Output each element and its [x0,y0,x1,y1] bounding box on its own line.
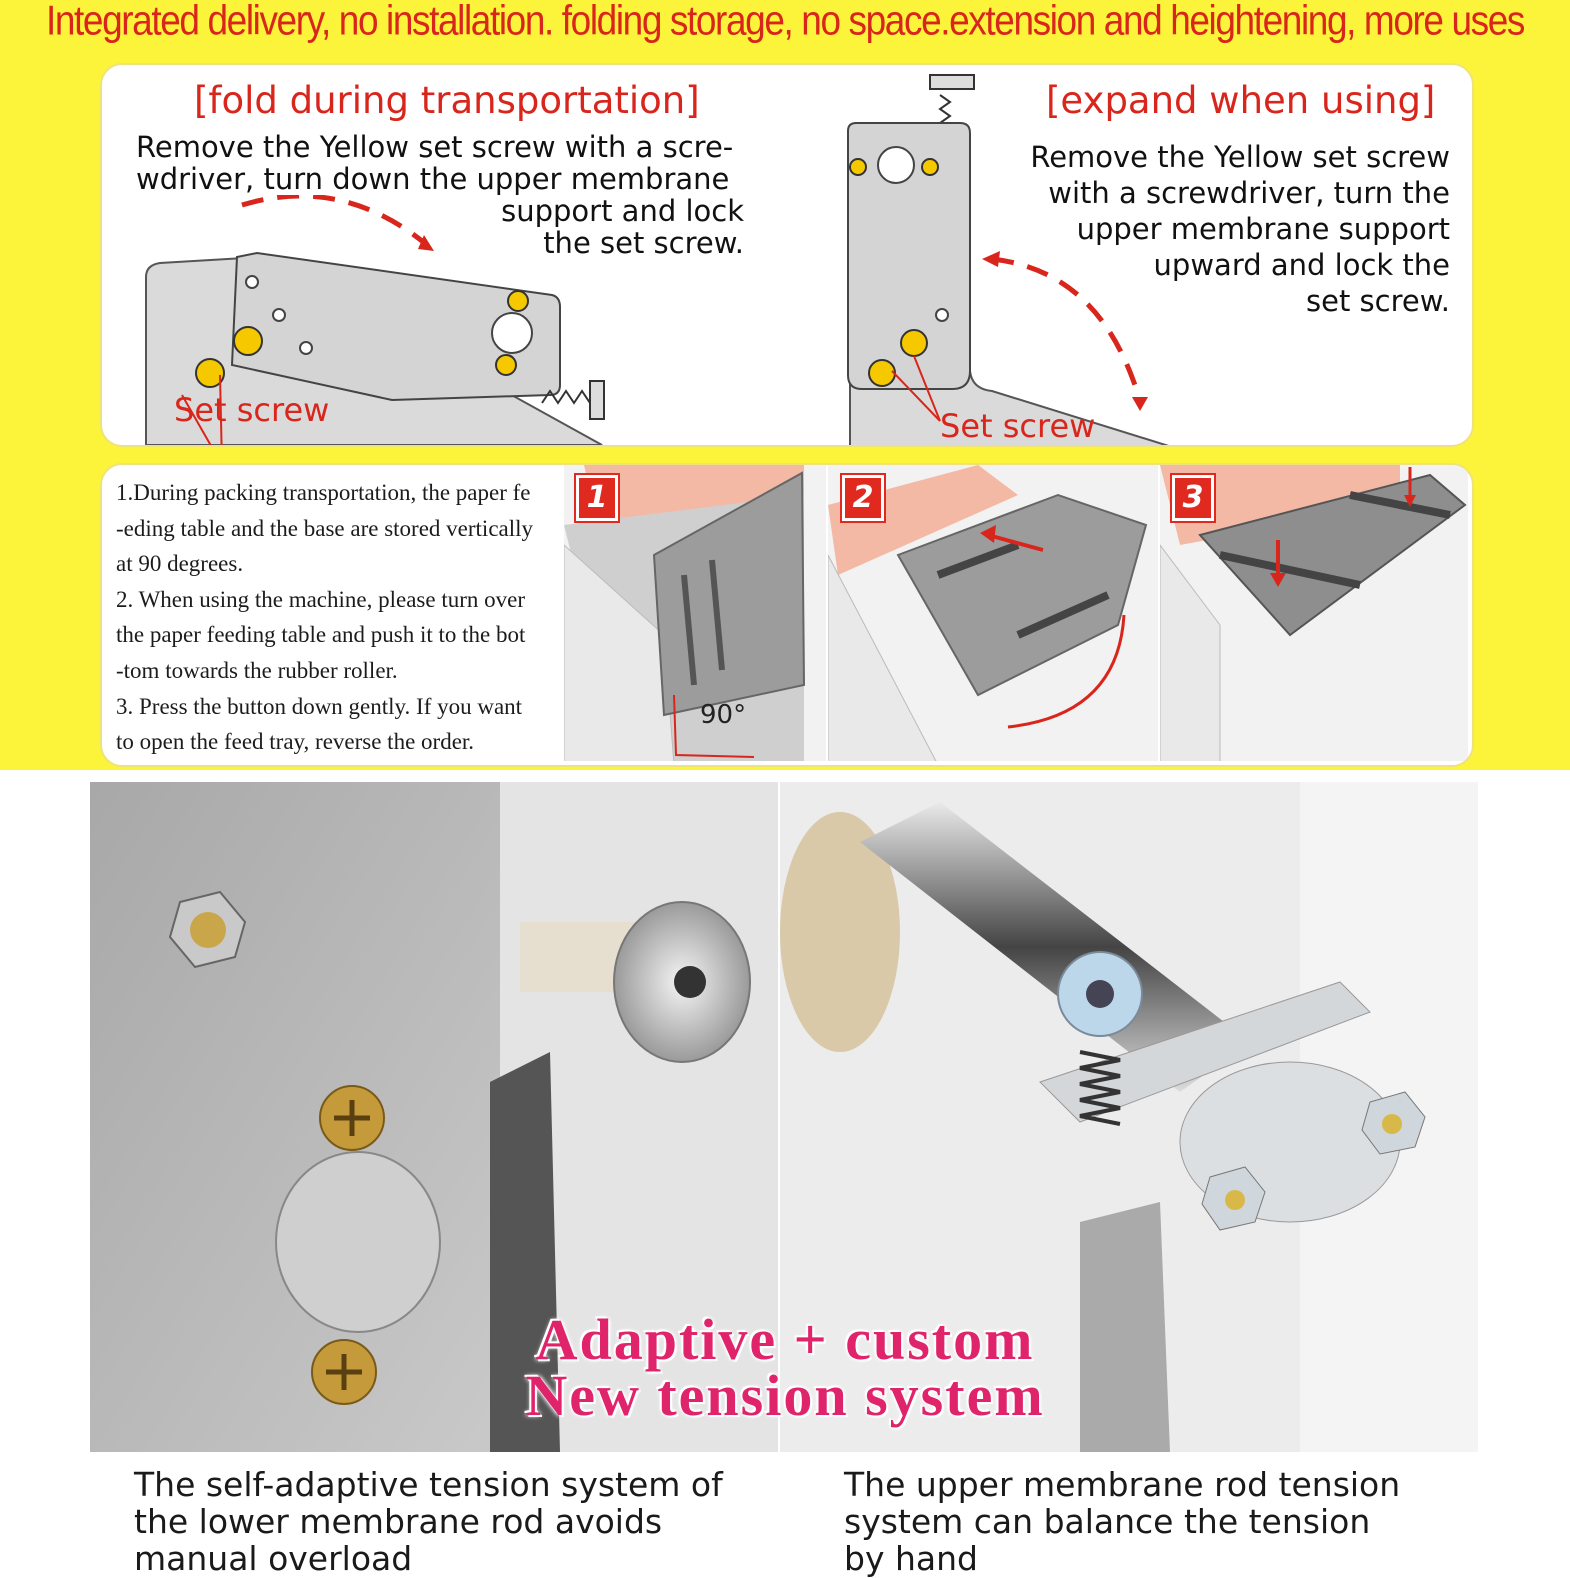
yellow-screw-icon [195,358,225,388]
step-badge-2: 2 [840,473,886,523]
fold-diagram [145,195,605,445]
step-badge-1: 1 [574,473,620,523]
caption-left: The self-adaptive tension system of the … [134,1465,723,1578]
step-badge-3: 3 [1170,473,1216,523]
push-arrow-icon [987,533,1044,552]
round-cap-icon [275,1151,441,1333]
expand-diagram [847,74,1169,445]
folded-support [230,251,561,402]
steps-panel: 1.During packing transportation, the pap… [100,463,1474,767]
fold-description: Remove the Yellow set screw with a scre-… [136,130,744,260]
fold-set-screw-label: Set screw [174,391,330,429]
yellow-screw-icon [233,326,263,356]
yellow-screw-icon [849,158,867,176]
expand-title: [expand when using] [1046,79,1436,122]
fold-title: [fold during transportation] [194,79,700,122]
expand-set-screw-label: Set screw [940,407,1096,445]
upper-rod-photo [780,782,1478,1452]
expand-description: Remove the Yellow set screw with a screw… [1030,140,1450,318]
caption-right: The upper membrane rod tension system ca… [844,1465,1401,1578]
bracket-plate [1039,981,1371,1123]
yellow-screw-icon [868,359,896,387]
steps-instructions: 1.During packing transportation, the pap… [116,480,534,755]
rotate-arrow-icon [1007,614,1126,729]
yellow-screw-icon [921,158,939,176]
yellow-screw-icon [495,354,517,376]
spring-icon [1079,1050,1121,1126]
yellow-screw-icon [507,290,529,312]
raised-support [847,122,971,390]
fold-expand-panel: [fold during transportation] Remove the … [100,63,1474,447]
lower-rod-photo [90,782,778,1452]
angle-label: 90° [700,700,746,730]
rotate-arrow-icon [991,256,1143,402]
step-1-illustration: 90° [564,465,826,761]
spring-icon [541,389,591,405]
tension-system-headline: Adaptive + custom New tension system [525,1307,1045,1428]
yellow-screw-icon [900,329,928,357]
banner-headline: Integrated delivery, no installation. fo… [45,0,1525,44]
